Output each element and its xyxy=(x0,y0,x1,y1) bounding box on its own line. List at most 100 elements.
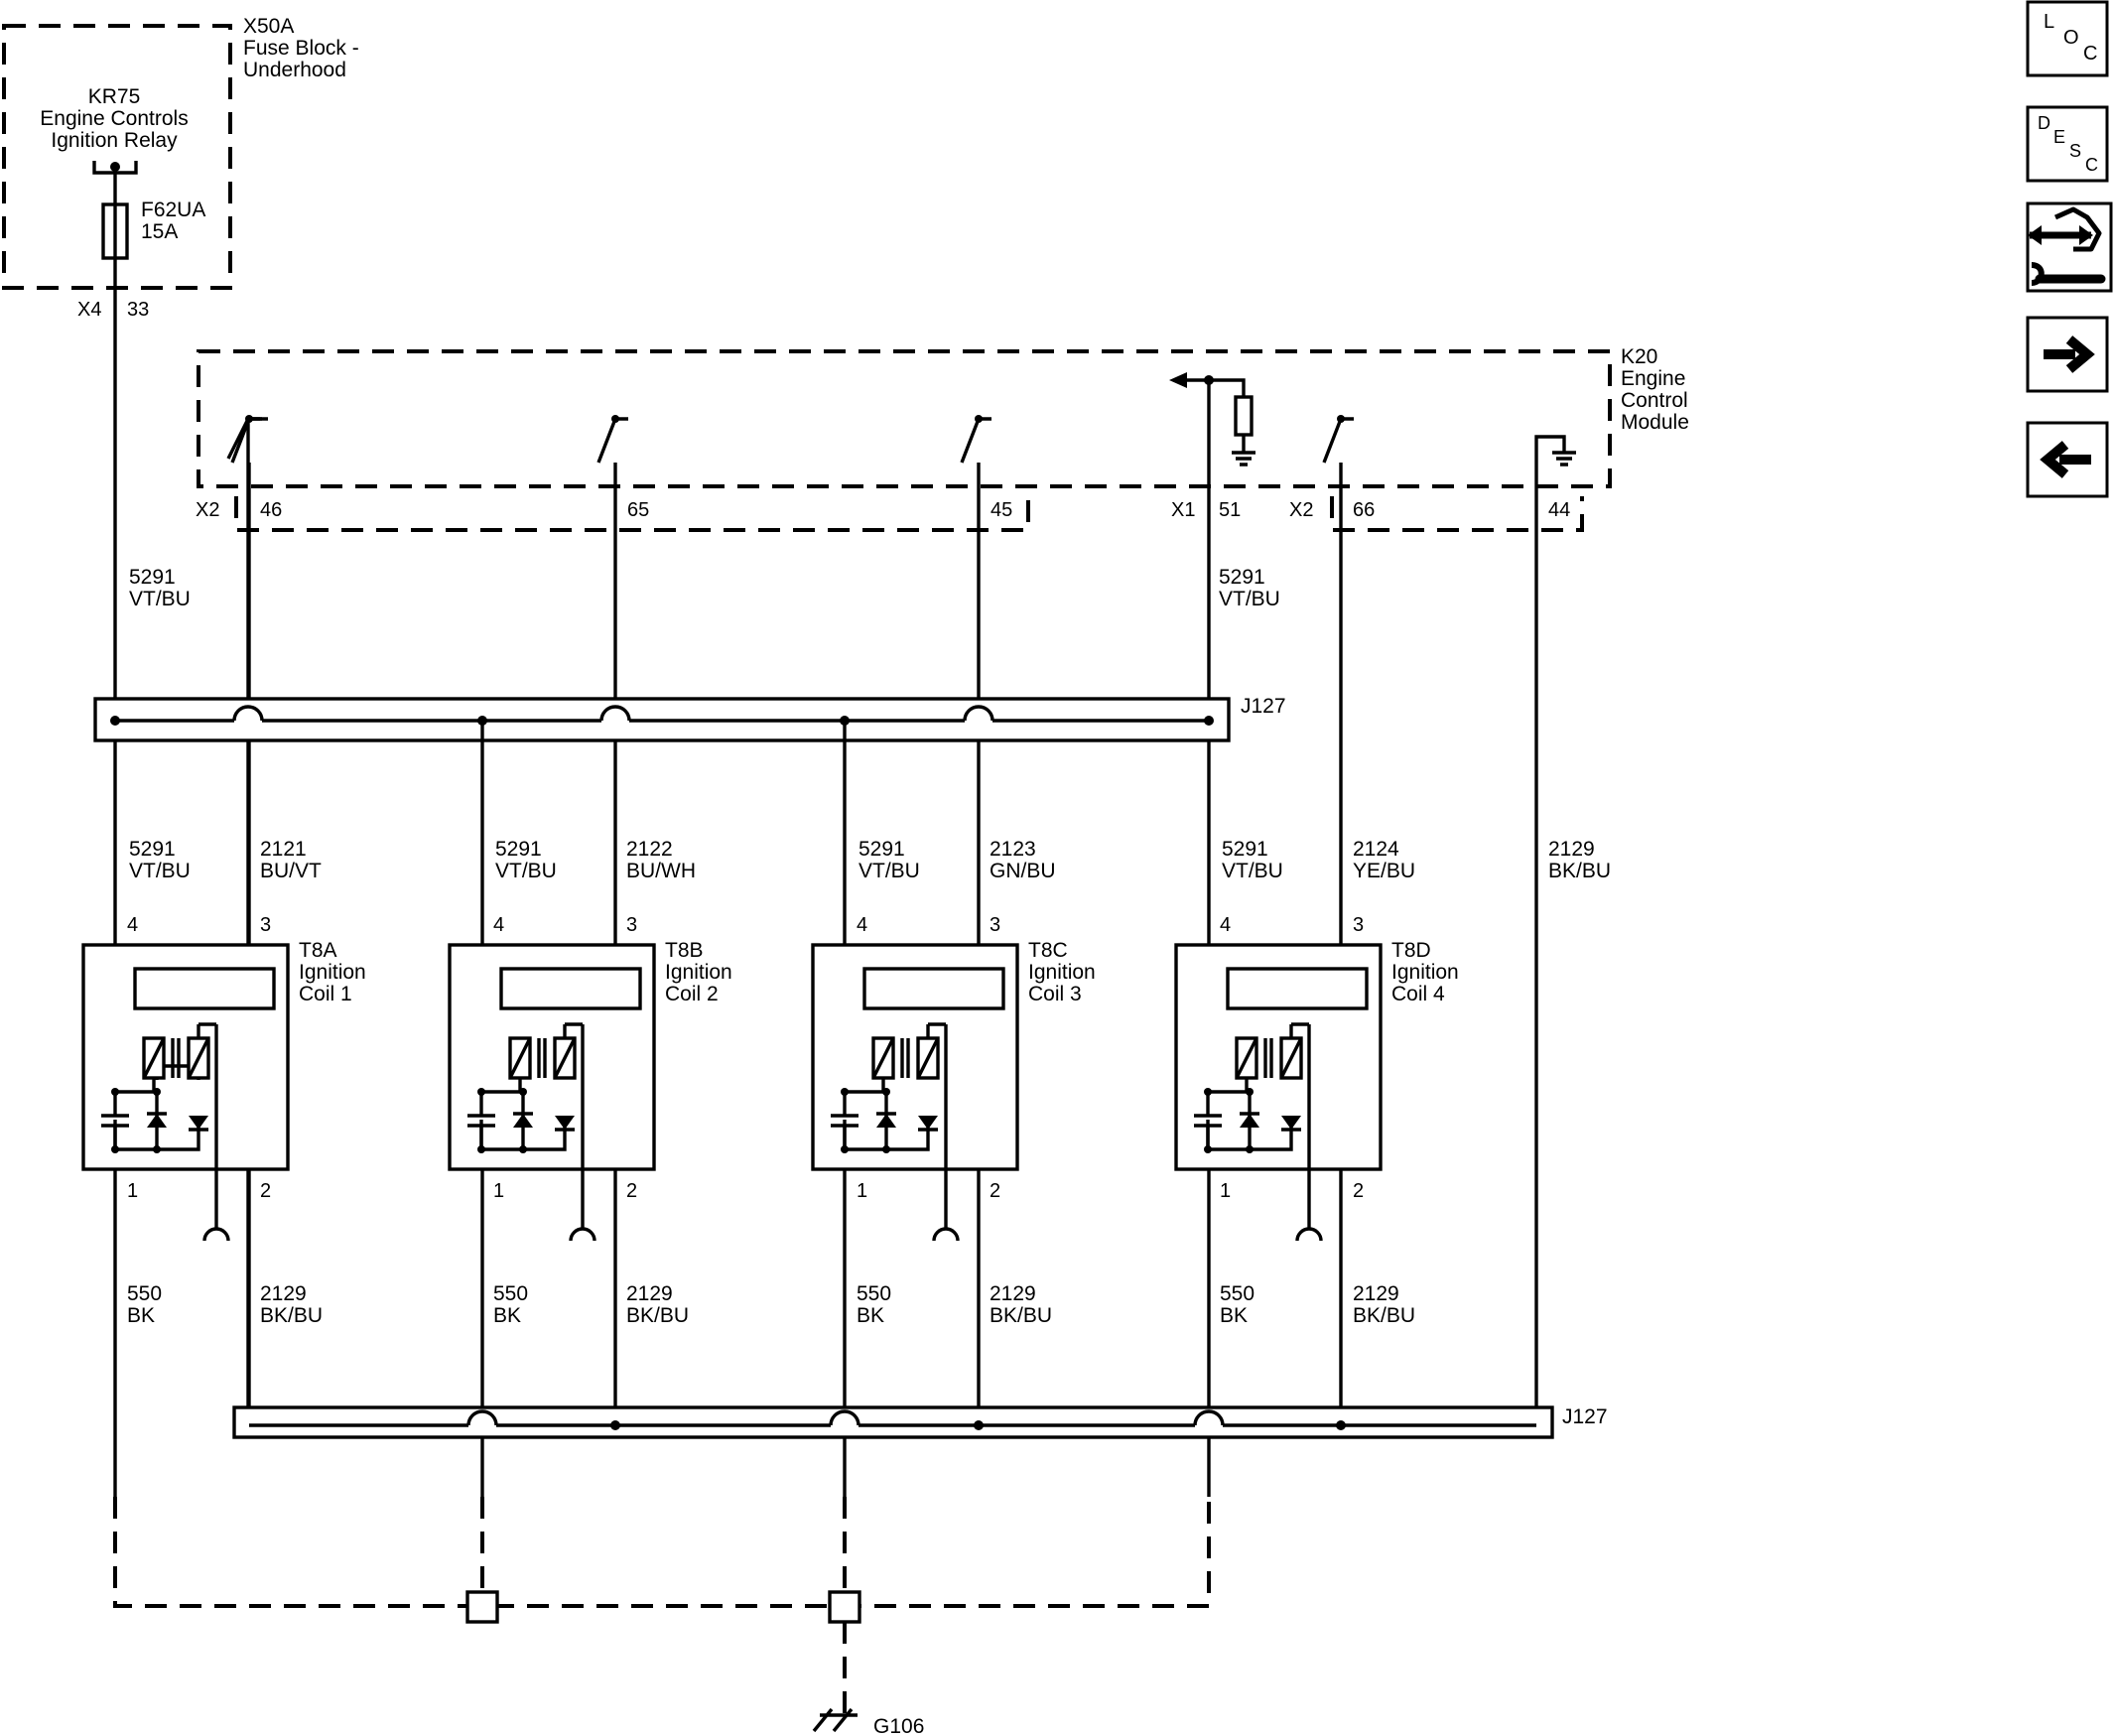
coil2-pin3: 3 xyxy=(626,914,637,936)
coil1-pin1: 1 xyxy=(127,1180,138,1202)
arrow-left-icon xyxy=(2040,441,2091,478)
coil4-pin3: 3 xyxy=(1353,914,1364,936)
prev-button[interactable] xyxy=(2026,421,2109,498)
sense-color-top: VT/BU xyxy=(1219,588,1280,610)
fuse-id: F62UA xyxy=(141,199,205,221)
fuse-block-connector: X4 xyxy=(77,299,101,321)
ecm-connector-x2b-outline xyxy=(1330,496,1584,532)
desc-button[interactable]: D E S C xyxy=(2026,105,2109,183)
coil1-gnd-circuit: 550 xyxy=(127,1282,162,1305)
driver-switch-pin65 xyxy=(596,415,628,464)
feed-color-top: VT/BU xyxy=(129,588,191,610)
ground-harness: G106 xyxy=(113,1497,1211,1736)
coil3-gnd-circuit: 550 xyxy=(857,1282,891,1305)
ecm-connector-x2-left: X2 xyxy=(196,499,219,521)
coil2-gnd-color: BK xyxy=(493,1304,521,1327)
coil4-name-2: Coil 4 xyxy=(1391,983,1445,1005)
ecm-name-3: Module xyxy=(1621,411,1689,434)
splice-j127-bottom: J127 xyxy=(232,1405,1608,1439)
svg-text:O: O xyxy=(2063,27,2079,49)
loc-button[interactable]: L O C xyxy=(2026,0,2109,77)
coil3-ret-circuit: 2129 xyxy=(990,1282,1036,1305)
coil4-name-1: Ignition xyxy=(1391,961,1459,984)
ecm-driver-switches xyxy=(230,415,1354,464)
fuse-block-outline xyxy=(2,24,232,290)
coil4-pin1: 1 xyxy=(1220,1180,1231,1202)
connector-button[interactable] xyxy=(2026,201,2113,293)
svg-text:C: C xyxy=(2085,155,2098,175)
ecm-pin-45: 45 xyxy=(991,499,1012,521)
ecm-ground-pin44 xyxy=(1534,435,1576,1411)
coil4-gnd-circuit: 550 xyxy=(1220,1282,1255,1305)
coil1-ret-circuit: 2129 xyxy=(260,1282,307,1305)
nav-toolbar: L O C D E S C xyxy=(2026,0,2113,498)
relay-name-2: Ignition Relay xyxy=(51,129,178,152)
fuse-block-name-1: Fuse Block - xyxy=(243,37,359,60)
ecm-connector-x2a-outline xyxy=(234,496,1030,532)
coil3-feed-circuit: 5291 xyxy=(859,838,905,861)
coil3-pin2: 2 xyxy=(990,1180,1000,1202)
coil2-ret-circuit: 2129 xyxy=(626,1282,673,1305)
sense-circuit-top: 5291 xyxy=(1219,566,1265,589)
coil3-feed-color: VT/BU xyxy=(859,860,920,882)
coil1-id: T8A xyxy=(299,939,337,962)
arrow-right-icon xyxy=(2044,335,2095,373)
coil4-feed-color: VT/BU xyxy=(1222,860,1283,882)
coil2-pin4: 4 xyxy=(493,914,504,936)
fuse-block-id: X50A xyxy=(243,15,294,38)
coil4-gnd-color: BK xyxy=(1220,1304,1248,1327)
coil3-ctrl-circuit: 2123 xyxy=(990,838,1036,861)
ecm-connector-x2-right: X2 xyxy=(1289,499,1313,521)
ecm-pin-65: 65 xyxy=(627,499,649,521)
next-button[interactable] xyxy=(2026,316,2109,393)
coil4-ctrl-color: YE/BU xyxy=(1353,860,1415,882)
svg-text:E: E xyxy=(2053,127,2065,147)
coil3-ret-color: BK/BU xyxy=(990,1304,1052,1327)
ground-id: G106 xyxy=(873,1715,924,1736)
ground-icon-ecm-1 xyxy=(1232,435,1255,467)
splice-bottom-id: J127 xyxy=(1562,1405,1608,1428)
coil1-name-1: Ignition xyxy=(299,961,366,984)
coil1-ctrl-circuit: 2121 xyxy=(260,838,307,861)
coil1-pin4: 4 xyxy=(127,914,138,936)
coil2-id: T8B xyxy=(665,939,704,962)
coil4-ret-circuit: 2129 xyxy=(1353,1282,1399,1305)
coil1-name-2: Coil 1 xyxy=(299,983,352,1005)
feed-circuit-top: 5291 xyxy=(129,566,176,589)
relay-id: KR75 xyxy=(88,85,141,108)
fuse-block-pin: 33 xyxy=(127,299,149,321)
coil3-id: T8C xyxy=(1028,939,1068,962)
coil1-feed-color: VT/BU xyxy=(129,860,191,882)
fuse-block-name-2: Underhood xyxy=(243,59,346,81)
coil2-feed-color: VT/BU xyxy=(495,860,557,882)
splice-j127-top: J127 xyxy=(93,695,1286,742)
pull-down-resistor xyxy=(1234,395,1254,437)
svg-text:C: C xyxy=(2083,43,2097,65)
coil1-feed-circuit: 5291 xyxy=(129,838,176,861)
coil2-pin1: 1 xyxy=(493,1180,504,1202)
ecm-outline xyxy=(197,349,1612,488)
coil3-pin4: 4 xyxy=(857,914,867,936)
ecm-pin-66: 66 xyxy=(1353,499,1375,521)
ecm-name-2: Control xyxy=(1621,389,1688,412)
ecm-name-1: Engine xyxy=(1621,367,1685,390)
coil3-gnd-color: BK xyxy=(857,1304,884,1327)
ignition-coil-t8d: 5291 VT/BU 2124 YE/BU 4 3 T8D Ignition C… xyxy=(1174,838,1459,1327)
relay-name-1: Engine Controls xyxy=(40,107,188,130)
coil1-pin2: 2 xyxy=(260,1180,271,1202)
coil1-pin3: 3 xyxy=(260,914,271,936)
fuse-rating: 15A xyxy=(141,220,178,243)
coil2-gnd-circuit: 550 xyxy=(493,1282,528,1305)
inline-connector-1 xyxy=(465,1590,499,1624)
coil2-name-2: Coil 2 xyxy=(665,983,719,1005)
coil2-name-1: Ignition xyxy=(665,961,732,984)
coil4-ctrl-circuit: 2124 xyxy=(1353,838,1399,861)
connector-wrench-icon xyxy=(2028,206,2106,286)
ecm-id: K20 xyxy=(1621,345,1657,368)
svg-text:D: D xyxy=(2038,113,2050,133)
ecm-k20: K20 Engine Control Module X2 X1 X2 46 65… xyxy=(196,345,1689,1425)
coil1-ret-color: BK/BU xyxy=(260,1304,323,1327)
ecm-pin-44: 44 xyxy=(1548,499,1570,521)
coil2-feed-circuit: 5291 xyxy=(495,838,542,861)
